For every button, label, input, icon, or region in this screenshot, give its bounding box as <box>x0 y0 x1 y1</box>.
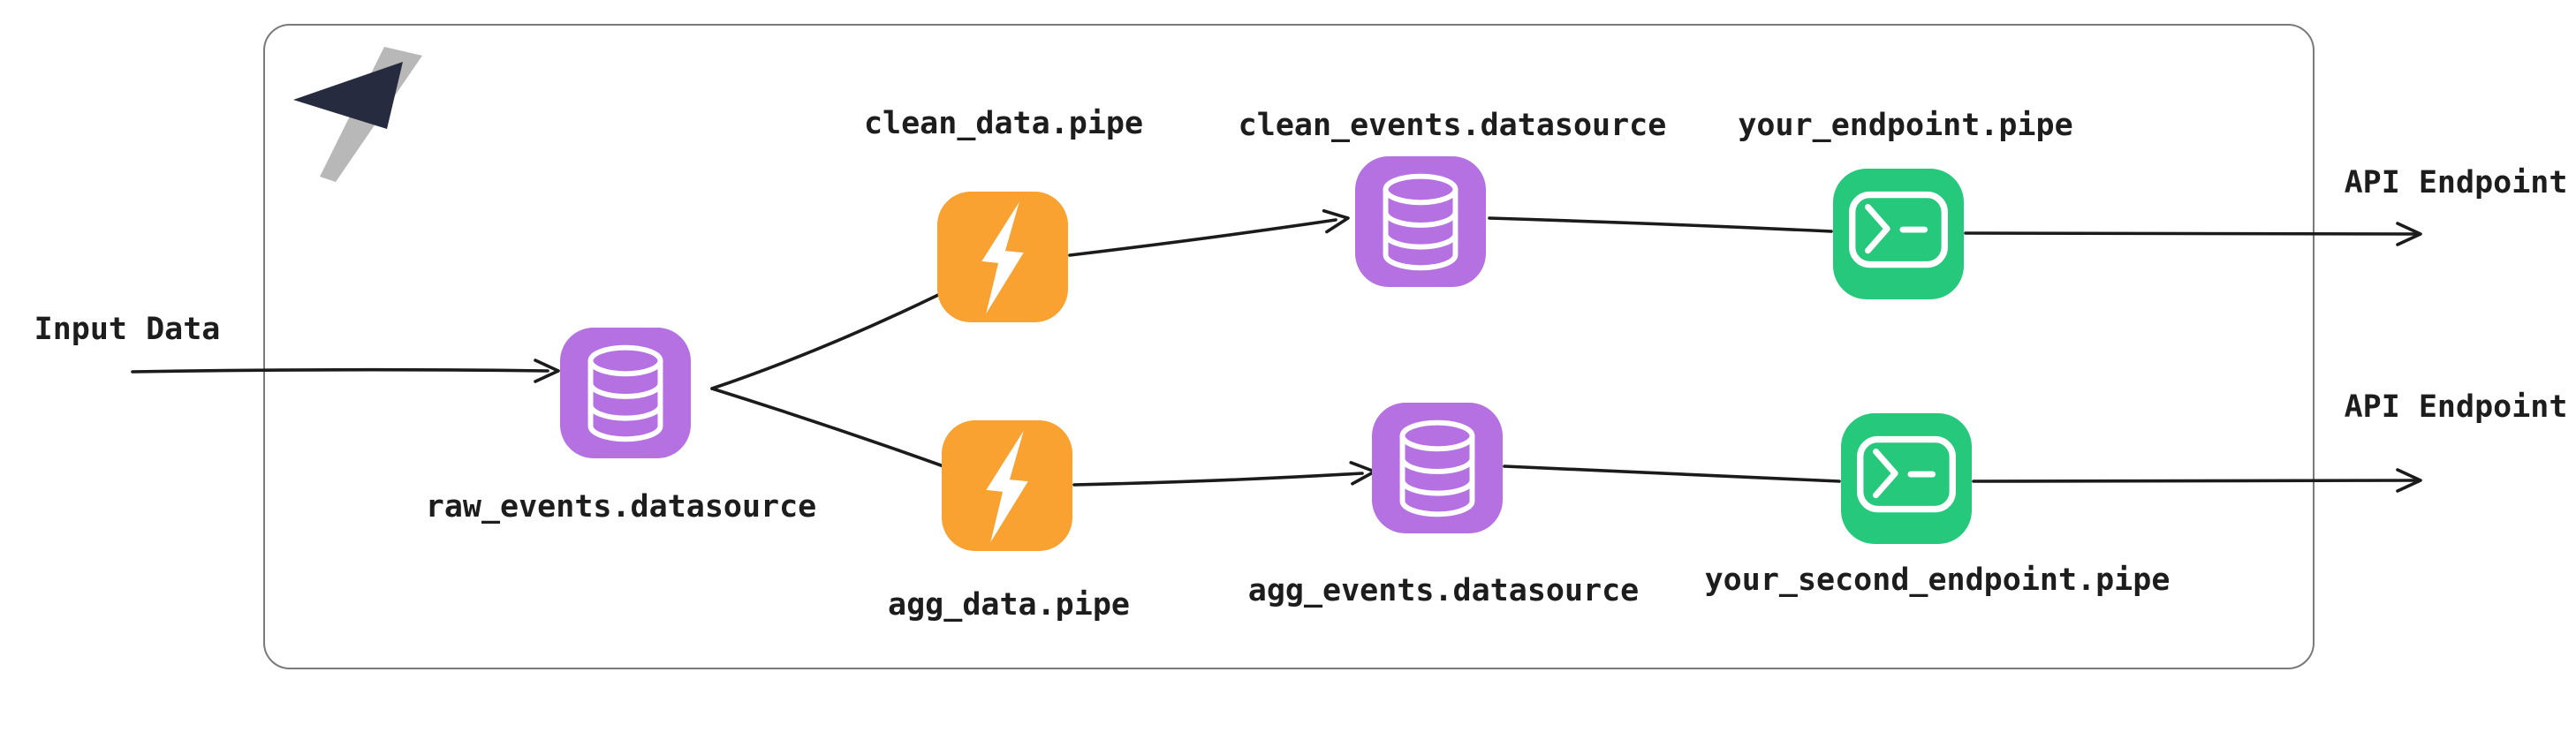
lightning-icon <box>986 430 1028 543</box>
label-api-endpoint-bottom: API Endpoint <box>2344 389 2568 425</box>
workspace-border <box>263 24 2315 669</box>
label-clean-data: clean_data.pipe <box>863 106 1144 141</box>
terminal-icon <box>1849 191 1948 268</box>
arrowhead-api-top <box>2396 222 2422 246</box>
arrowhead-input <box>534 359 560 383</box>
label-your-endpoint: your_endpoint.pipe <box>1738 108 2073 143</box>
label-your-second-endpoint: your_second_endpoint.pipe <box>1704 563 2171 598</box>
database-icon <box>1383 173 1458 271</box>
wire-fork-top <box>710 293 940 390</box>
arrowhead-api-bottom <box>2396 468 2422 493</box>
label-input-data: Input Data <box>34 312 221 347</box>
node-clean-data <box>937 192 1068 322</box>
wire-endpoint-bottom-out <box>1972 479 2419 483</box>
lightning-icon <box>981 201 1024 314</box>
label-agg-events: agg_events.datasource <box>1247 573 1640 608</box>
wire-fork-bottom <box>710 387 945 468</box>
wire-group <box>131 208 2422 493</box>
tinybird-logo-icon <box>293 47 422 182</box>
node-agg-events <box>1372 403 1503 533</box>
node-raw-events <box>560 328 691 458</box>
wire-agg-pipe-to-datasource <box>1072 472 1364 487</box>
node-clean-events <box>1355 156 1486 287</box>
label-raw-events: raw_events.datasource <box>425 489 817 525</box>
wire-endpoint-top-out <box>1964 231 2419 236</box>
wire-agg-datasource-to-endpoint <box>1503 464 1841 483</box>
node-agg-data <box>942 420 1072 551</box>
database-icon <box>1399 419 1475 517</box>
label-clean-events: clean_events.datasource <box>1238 108 1667 143</box>
database-icon <box>587 344 663 442</box>
label-api-endpoint-top: API Endpoint <box>2344 165 2568 200</box>
wire-clean-pipe-to-datasource <box>1068 218 1337 257</box>
node-your-second-endpoint <box>1841 413 1972 544</box>
wire-clean-datasource-to-endpoint <box>1488 216 1833 233</box>
terminal-icon <box>1857 435 1956 513</box>
arrowhead-clean <box>1322 208 1350 234</box>
label-agg-data: agg_data.pipe <box>888 587 1130 623</box>
logo-body-shape <box>293 62 403 129</box>
node-your-endpoint <box>1833 169 1964 299</box>
wire-input <box>131 367 549 374</box>
